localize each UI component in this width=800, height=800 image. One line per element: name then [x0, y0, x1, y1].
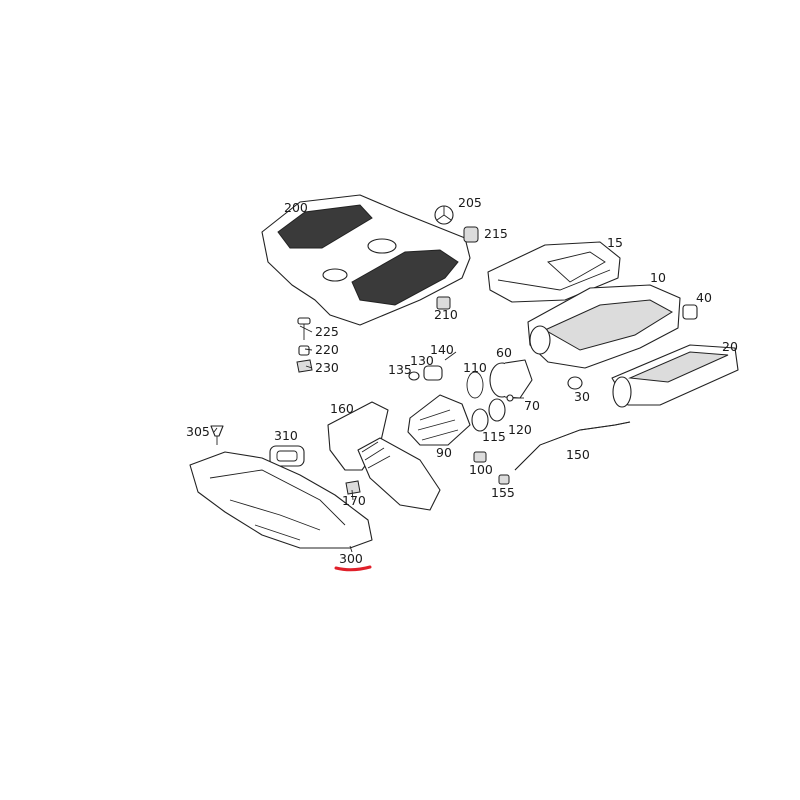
part-fastener-pin[interactable] — [297, 317, 311, 340]
callout-170: 170 — [342, 493, 366, 508]
part-grommet-30[interactable] — [567, 376, 583, 390]
callout-305: 305 — [186, 424, 210, 439]
part-emblem[interactable] — [434, 205, 454, 225]
leader-lines — [213, 325, 354, 553]
callout-40: 40 — [696, 290, 712, 305]
callout-150: 150 — [566, 447, 590, 462]
callout-135: 135 — [388, 362, 412, 377]
part-clamp-110[interactable] — [466, 371, 484, 399]
callout-225: 225 — [315, 324, 339, 339]
callout-210: 210 — [434, 307, 458, 322]
callout-10: 10 — [650, 270, 666, 285]
part-air-duct[interactable] — [327, 401, 441, 511]
callout-130: 130 — [410, 353, 434, 368]
part-underbody-panel[interactable] — [189, 451, 373, 549]
callout-205: 205 — [458, 195, 482, 210]
callout-160: 160 — [330, 401, 354, 416]
part-sensor[interactable] — [423, 351, 457, 381]
callout-220: 220 — [315, 342, 339, 357]
part-vent-pipe[interactable] — [514, 421, 631, 471]
part-coupler[interactable] — [471, 398, 506, 432]
callout-230: 230 — [315, 360, 339, 375]
callout-200: 200 — [284, 200, 308, 215]
callout-100: 100 — [469, 462, 493, 477]
callout-310: 310 — [274, 428, 298, 443]
part-nut[interactable] — [436, 296, 451, 310]
part-push-clip[interactable] — [210, 425, 224, 445]
part-engine-cover[interactable] — [261, 194, 471, 326]
callout-300: 300 — [339, 551, 363, 566]
part-seal-310[interactable] — [269, 445, 305, 467]
callout-215: 215 — [484, 226, 508, 241]
part-intake-manifold[interactable] — [527, 284, 681, 369]
part-grommet[interactable] — [463, 226, 479, 243]
callout-120: 120 — [508, 422, 532, 437]
callout-15: 15 — [607, 235, 623, 250]
callout-140: 140 — [430, 342, 454, 357]
callout-60: 60 — [496, 345, 512, 360]
highlight-underline-300 — [334, 565, 372, 572]
callout-155: 155 — [491, 485, 515, 500]
callout-20: 20 — [722, 339, 738, 354]
callout-115: 115 — [482, 429, 506, 444]
callout-110: 110 — [463, 360, 487, 375]
part-plug[interactable] — [682, 304, 698, 320]
part-clip-155[interactable] — [498, 474, 510, 485]
part-intake-hose[interactable] — [407, 394, 471, 446]
part-clip-100[interactable] — [473, 451, 487, 463]
part-clip-170[interactable] — [345, 480, 361, 495]
callout-90: 90 — [436, 445, 452, 460]
part-fastener-nut[interactable] — [296, 359, 313, 373]
callout-70: 70 — [524, 398, 540, 413]
part-bolt-70[interactable] — [506, 394, 524, 402]
part-fastener-clip[interactable] — [298, 345, 310, 356]
part-air-filter-housing[interactable] — [611, 344, 739, 408]
part-air-flow-meter[interactable] — [489, 359, 533, 399]
callout-labels: 200 205 215 15 10 40 210 225 220 230 140… — [186, 195, 738, 566]
callout-30: 30 — [574, 389, 590, 404]
part-intake-upper[interactable] — [487, 241, 621, 303]
part-seal-ring-135[interactable] — [408, 371, 420, 381]
